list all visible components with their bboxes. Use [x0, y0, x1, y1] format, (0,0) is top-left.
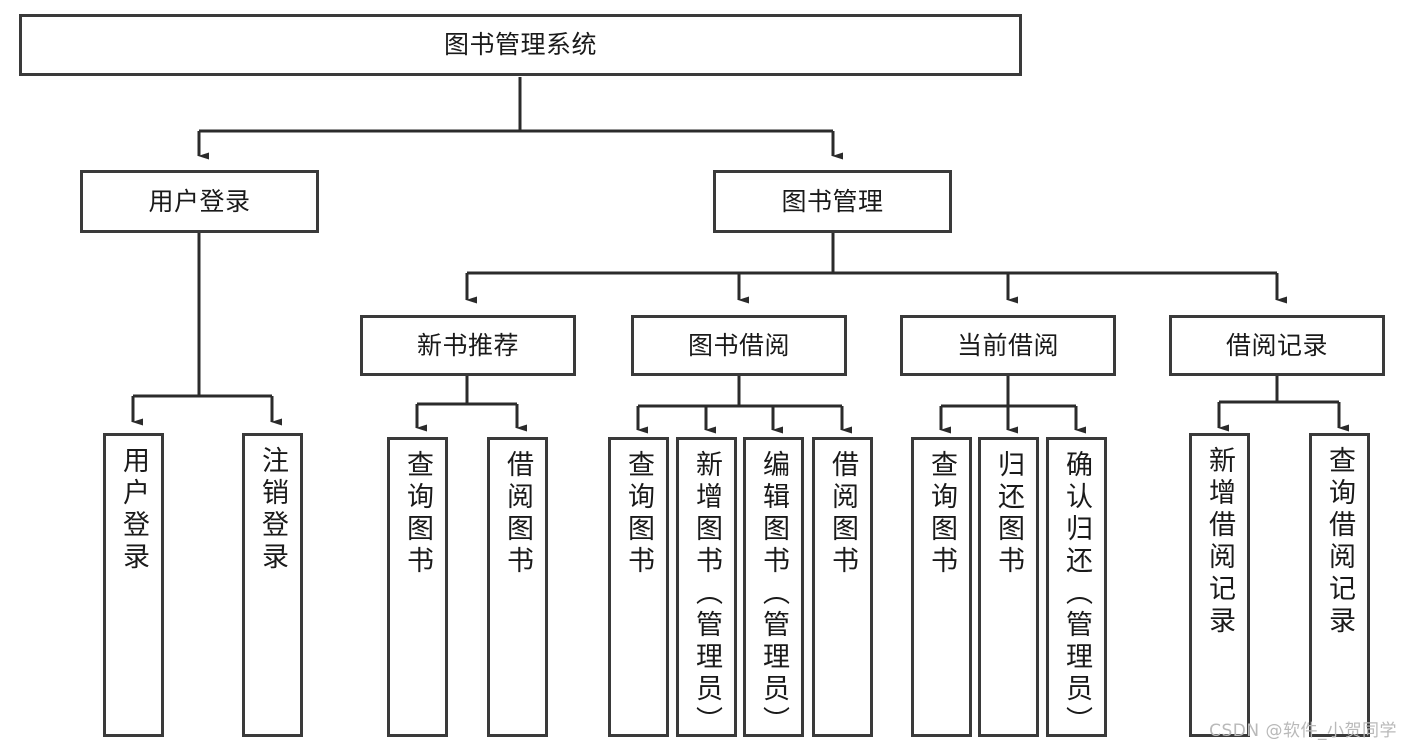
node-label: 查询图书 [623, 450, 654, 578]
leaf-add-book-admin[interactable]: 新增图书（管理员） [676, 437, 737, 738]
node-label: 借阅记录 [1225, 330, 1328, 360]
leaf-edit-book-admin[interactable]: 编辑图书（管理员） [743, 437, 804, 738]
node-label: 归还图书 [993, 450, 1024, 578]
leaf-return-book[interactable]: 归还图书 [978, 437, 1039, 737]
node-label: 当前借阅 [956, 330, 1059, 360]
node-label: 查询图书 [926, 450, 957, 578]
leaf-query-book-borrow[interactable]: 查询图书 [608, 437, 669, 737]
node-label: 新增借阅记录 [1204, 446, 1235, 638]
leaf-query-book-recommend[interactable]: 查询图书 [387, 437, 448, 737]
node-label: 图书管理 [781, 186, 884, 216]
node-label: 新增图书（管理员） [691, 450, 722, 738]
leaf-query-book-current[interactable]: 查询图书 [911, 437, 972, 737]
node-label: 编辑图书（管理员） [758, 450, 789, 738]
node-label: 新书推荐 [416, 330, 519, 360]
node-label: 借阅图书 [827, 450, 858, 578]
node-label: 注销登录 [257, 446, 288, 574]
node-book-borrow[interactable]: 图书借阅 [631, 315, 847, 376]
csdn-watermark: CSDN @软件_小贺同学 [1209, 721, 1397, 741]
node-borrow-records[interactable]: 借阅记录 [1169, 315, 1385, 376]
node-label: 查询图书 [402, 450, 433, 578]
leaf-confirm-return-admin[interactable]: 确认归还（管理员） [1046, 437, 1107, 738]
node-label: 用户登录 [118, 446, 149, 574]
node-current-borrow[interactable]: 当前借阅 [900, 315, 1116, 376]
leaf-borrow-book[interactable]: 借阅图书 [812, 437, 873, 737]
node-label: 确认归还（管理员） [1061, 450, 1092, 738]
node-label: 查询借阅记录 [1324, 446, 1355, 638]
node-label: 图书管理系统 [443, 30, 597, 59]
leaf-user-login[interactable]: 用户登录 [103, 433, 164, 737]
node-label: 用户登录 [148, 186, 251, 216]
leaf-borrow-book-recommend[interactable]: 借阅图书 [487, 437, 548, 737]
leaf-query-borrow-record[interactable]: 查询借阅记录 [1309, 433, 1370, 737]
leaf-add-borrow-record[interactable]: 新增借阅记录 [1189, 433, 1250, 737]
node-new-book-recommend[interactable]: 新书推荐 [360, 315, 576, 376]
node-label: 借阅图书 [502, 450, 533, 578]
leaf-logout[interactable]: 注销登录 [242, 433, 303, 737]
node-label: 图书借阅 [687, 330, 790, 360]
node-user-login[interactable]: 用户登录 [80, 170, 319, 233]
node-book-management[interactable]: 图书管理 [713, 170, 952, 233]
node-root-system[interactable]: 图书管理系统 [19, 14, 1022, 76]
